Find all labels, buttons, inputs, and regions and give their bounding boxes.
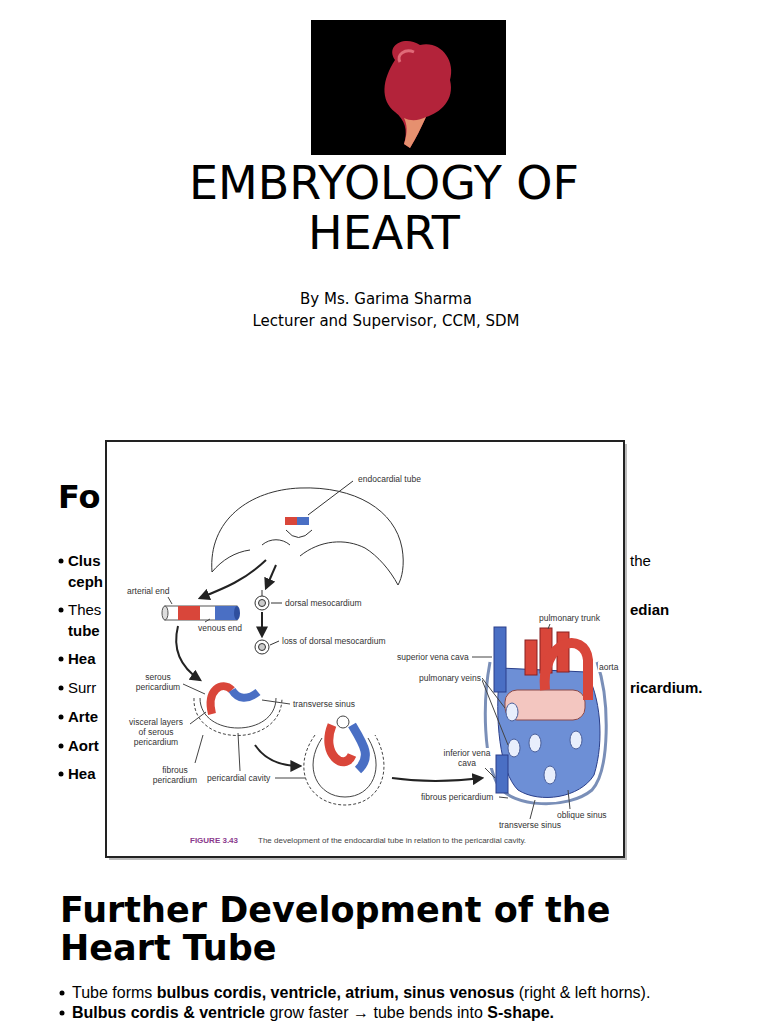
bullet-fragment: edian — [630, 601, 669, 619]
figure-label: transverse sinus — [292, 699, 356, 709]
bullet-fragment: Arte — [68, 708, 98, 726]
figure-label: pulmonary trunk — [538, 613, 601, 623]
bullet-fragment: Hea — [68, 765, 96, 783]
bullet-fragment: ricardium. — [630, 679, 703, 697]
bullet-fragment: Clus — [68, 552, 101, 570]
figure-label: pulmonary veins — [418, 673, 482, 683]
slide-title: EMBRYOLOGY OF HEART — [164, 158, 604, 258]
bullet-text: Bulbus cordis & ventriclegrow faster → t… — [72, 1004, 554, 1022]
figure-label: pericardial cavity — [206, 773, 271, 783]
figure-label: venous end — [197, 623, 243, 633]
slide-heading: Fo — [58, 478, 101, 516]
bullet-text: Tube forms bulbus cordis, ventricle,atrium… — [72, 984, 650, 1002]
byline: Lecturer and Supervisor, CCM, SDM — [2, 310, 768, 332]
figure-number: FIGURE 3.43 — [190, 836, 238, 846]
bullet-fragment: tube — [68, 622, 100, 640]
figure-caption: The development of the endocardial tube … — [258, 836, 526, 846]
key-term: sinus venosus — [403, 984, 514, 1001]
figure-label: visceral layers of serous pericardium — [124, 717, 188, 747]
figure-label: fibrous pericardium — [420, 792, 494, 802]
figure-frame — [106, 441, 624, 857]
key-term: atrium, — [345, 984, 398, 1001]
endocardial-tube-illustration — [162, 597, 240, 622]
figure-label: inferior vena cava — [440, 748, 494, 768]
byline: By Ms. Garima Sharma — [2, 288, 768, 310]
key-term: Bulbus cordis & ventricle — [72, 1004, 265, 1021]
bullet-fragment: Hea — [68, 650, 96, 668]
bullet-fragment: ceph — [68, 573, 103, 591]
process-arrows — [176, 560, 482, 781]
key-term: ventricle, — [271, 984, 341, 1001]
key-term: S-shape. — [487, 1004, 554, 1021]
figure-label: oblique sinus — [556, 810, 608, 820]
figure-label: arterial end — [126, 586, 171, 596]
figure-panel — [106, 441, 627, 860]
heart-body — [384, 41, 451, 148]
bullet-fragment: Thes — [68, 601, 101, 619]
heart-outflow — [404, 117, 426, 148]
figure-label: fibrous pericardium — [150, 765, 200, 785]
embryo-illustration — [212, 481, 403, 585]
figure-label: endocardial tube — [357, 474, 422, 484]
slide-heading: Further Development of the Heart Tube — [60, 891, 660, 967]
bullet-text: (right & left horns). — [519, 984, 651, 1001]
bullet-text: Tube forms — [72, 984, 152, 1001]
figure-label: aorta — [598, 662, 619, 672]
bullet-fragment: Aort — [68, 737, 99, 755]
figure-label: superior vena cava — [396, 652, 470, 662]
key-term: bulbus cordis, — [157, 984, 266, 1001]
looped-tube-illustration — [304, 716, 384, 805]
mesocardium-illustration — [255, 590, 282, 654]
photo-ground — [311, 20, 506, 155]
folding-tube-illustration — [183, 684, 305, 778]
adult-heart-illustration — [472, 624, 606, 819]
figure-label: serous pericardium — [133, 672, 183, 692]
figure-label: dorsal mesocardium — [284, 598, 363, 608]
heart-photo — [311, 20, 506, 155]
figure-label: loss of dorsal mesocardium — [281, 636, 386, 646]
heart-highlight — [399, 51, 414, 62]
bullet-fragment: Surr — [68, 679, 96, 697]
bullet-fragment: the — [630, 552, 651, 570]
figure-label: transverse sinus — [498, 820, 562, 830]
bullet-text: grow faster → tube bends into — [269, 1004, 482, 1021]
